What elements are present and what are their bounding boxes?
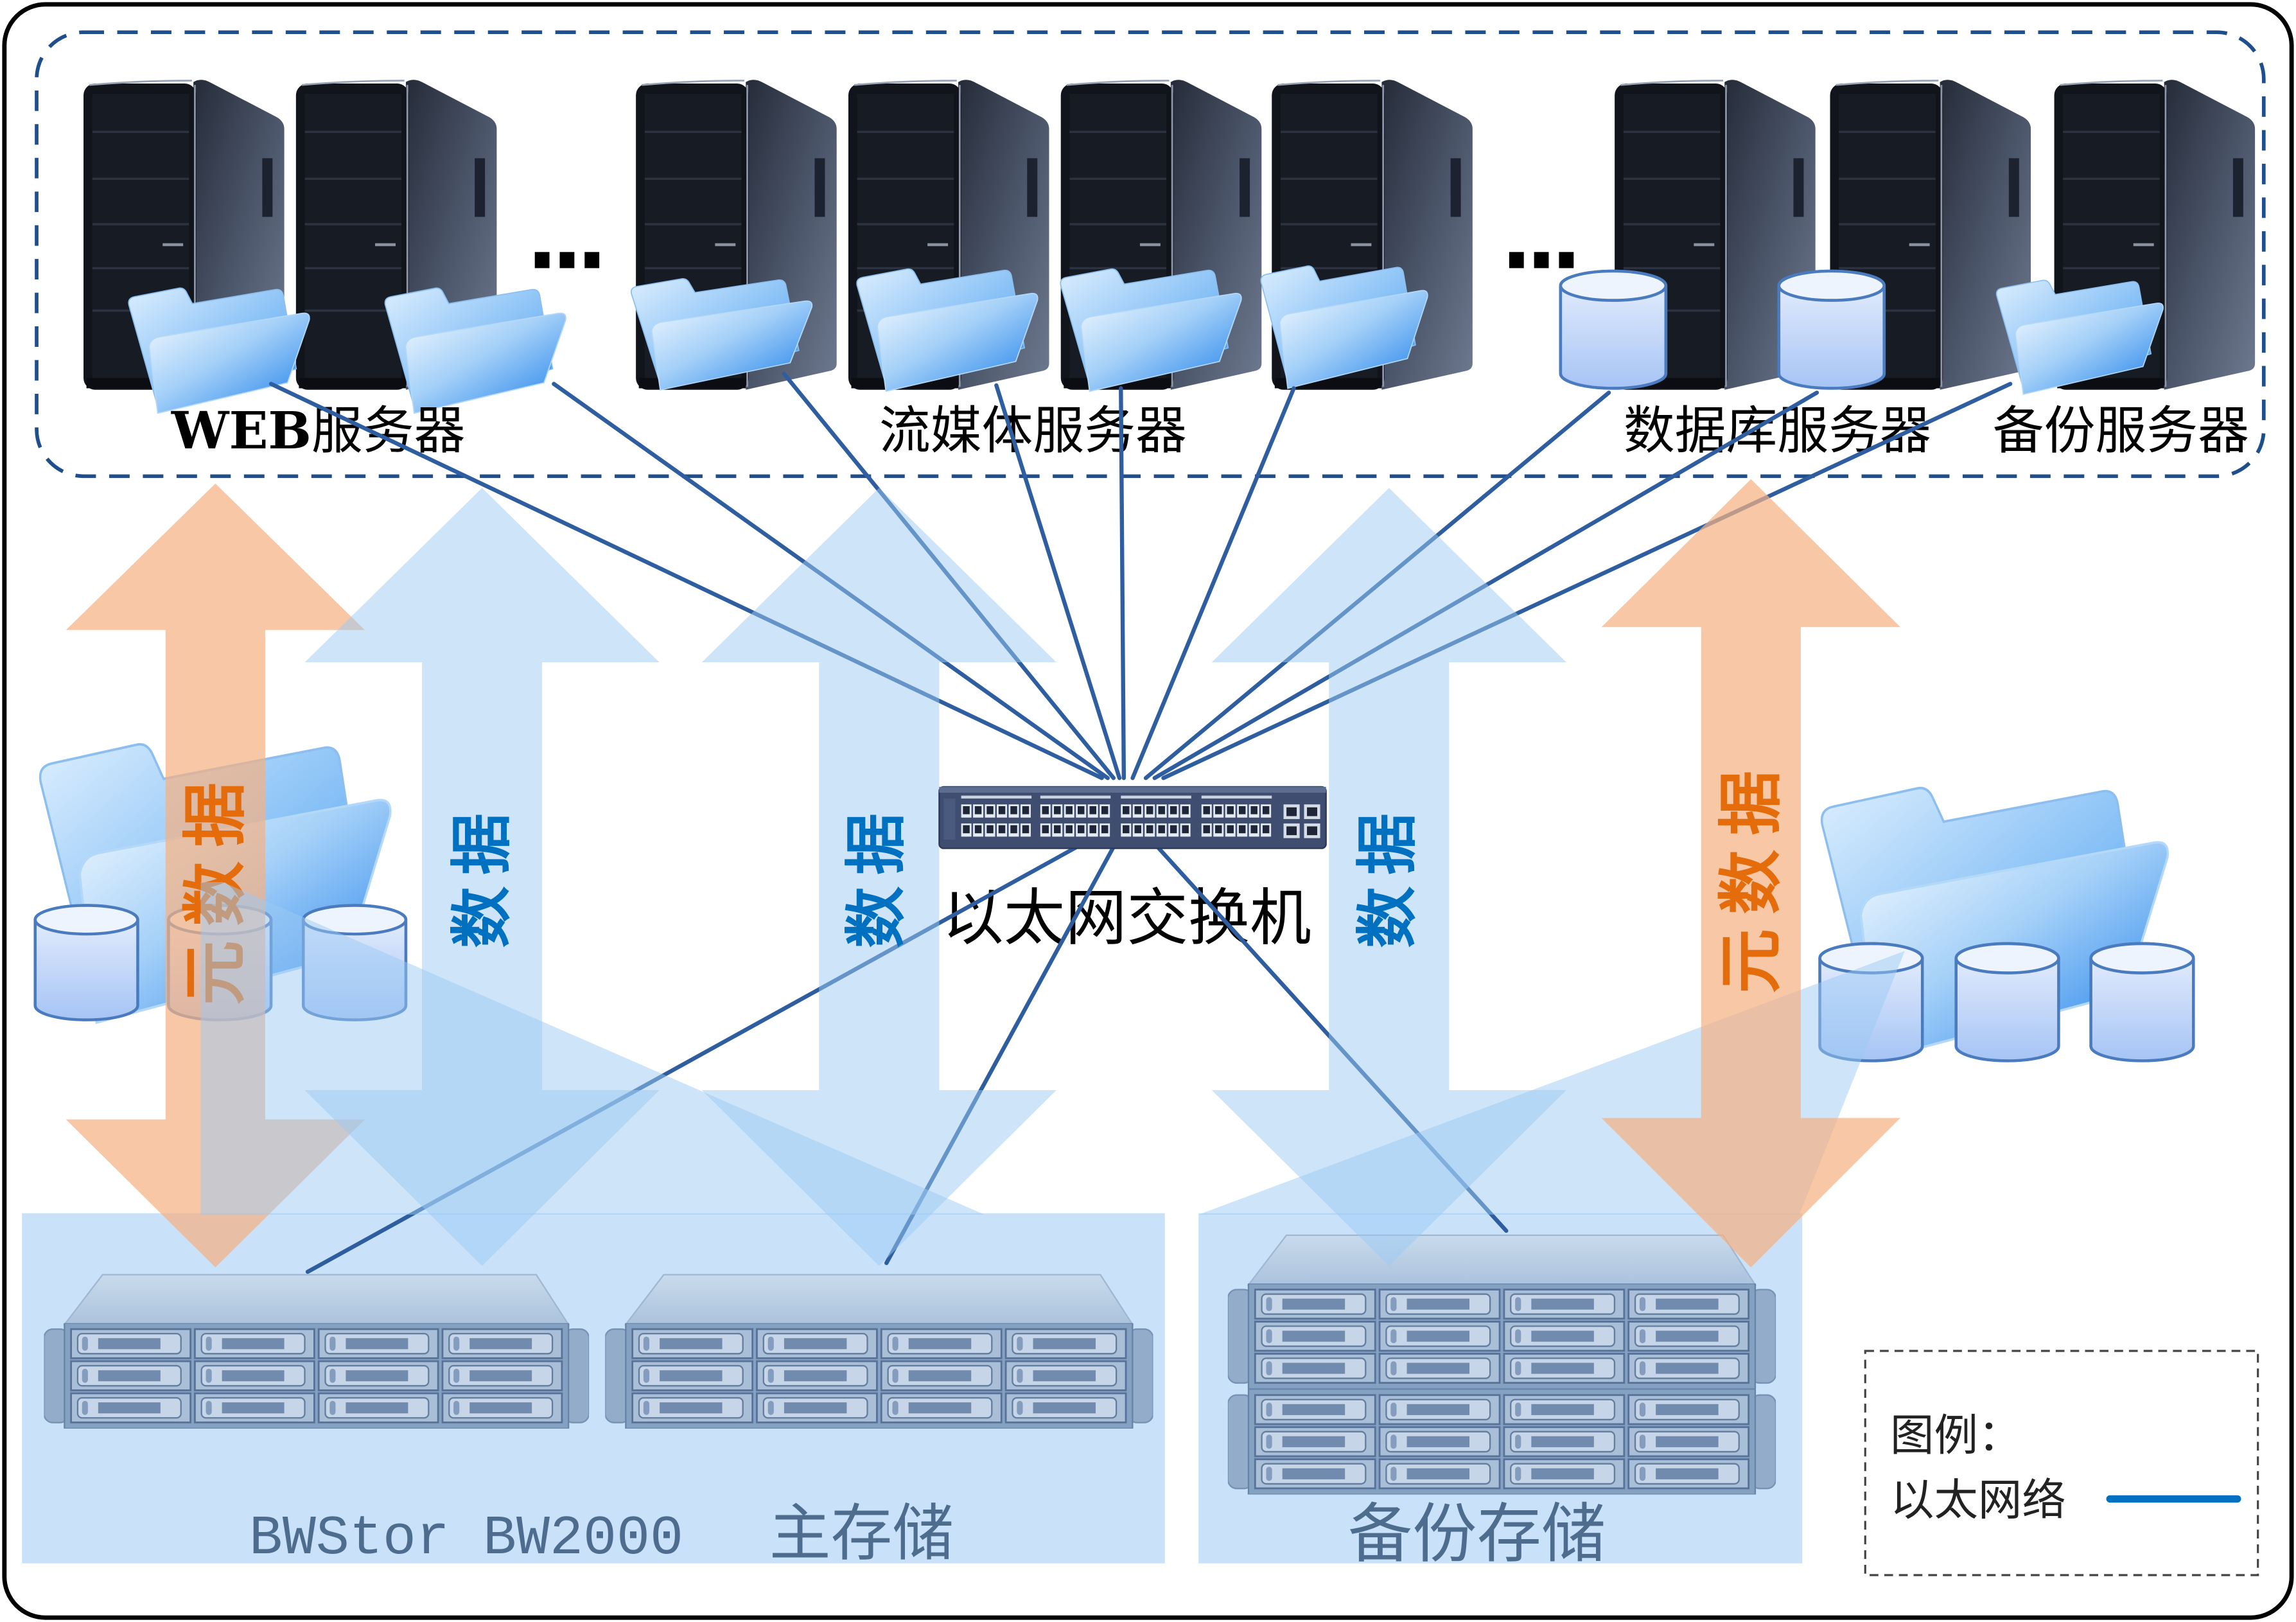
web-label-suffix: 服务器 xyxy=(311,401,466,461)
switch-top-edge xyxy=(939,786,1326,793)
array-top-cover xyxy=(63,1274,570,1326)
array-front-panel xyxy=(1227,1389,1776,1495)
switch-led-panel xyxy=(943,798,956,840)
array-front-panel xyxy=(1227,1283,1776,1389)
primary-storage-model: BWStor BW2000 xyxy=(249,1508,683,1571)
array-top-cover xyxy=(1247,1234,1757,1286)
array-top-cover xyxy=(624,1274,1134,1326)
data-label-3: 数据 xyxy=(1352,802,1424,948)
primary-storage-array xyxy=(44,1274,590,1429)
legend: 图例： 以太网络 xyxy=(1864,1350,2259,1576)
streaming-servers-label: 流媒体服务器 xyxy=(879,401,1187,461)
array-front-panel xyxy=(44,1323,590,1429)
database-icon xyxy=(1956,944,2059,1061)
database-icon xyxy=(2091,944,2194,1061)
ethernet-link xyxy=(1161,382,2013,780)
backup-storage-array xyxy=(1227,1234,1776,1389)
data-arrow-2 xyxy=(701,488,1056,1266)
port-label-strip xyxy=(1201,795,1272,799)
port-label-strip xyxy=(1121,795,1191,799)
array-front-panel xyxy=(605,1323,1153,1429)
backup-storage-label: 备份存储 xyxy=(1348,1496,1606,1571)
legend-box xyxy=(1864,1350,2259,1576)
web-label-prefix: WEB xyxy=(171,400,311,461)
legend-title: 图例： xyxy=(1890,1410,2022,1461)
ethernet-links xyxy=(268,371,2013,1274)
database-icon xyxy=(1561,271,1666,388)
primary-storage-array xyxy=(605,1274,1153,1429)
ethernet-switch xyxy=(938,786,1327,849)
metadata-label-right: 元数据 xyxy=(1713,756,1789,993)
ethernet-link xyxy=(1130,386,1296,780)
database-icon xyxy=(35,906,138,1020)
port-label-strip xyxy=(961,795,1032,799)
more-servers-ellipsis xyxy=(534,252,600,269)
backup-servers-label: 备份服务器 xyxy=(1993,401,2249,461)
web-servers-label: WEB服务器 xyxy=(171,400,466,461)
data-label-1: 数据 xyxy=(446,802,518,948)
data-arrow-1 xyxy=(304,488,660,1266)
primary-storage-label: 主存储 xyxy=(769,1497,954,1569)
ethernet-link xyxy=(268,382,1104,780)
data-label-2: 数据 xyxy=(840,802,912,948)
data-arrow-3 xyxy=(1211,488,1566,1266)
metadata-arrow-left xyxy=(66,483,365,1268)
backup-storage-array xyxy=(1227,1389,1776,1495)
more-servers-ellipsis xyxy=(1509,252,1574,269)
database-servers-label: 数据库服务器 xyxy=(1624,401,1931,461)
ethernet-link xyxy=(994,383,1122,780)
metadata-arrow-right xyxy=(1601,479,1901,1268)
database-icon xyxy=(1779,271,1884,388)
switch-label: 以太网交换机 xyxy=(942,882,1311,954)
legend-item-label: 以太网络 xyxy=(1890,1474,2066,1526)
port-label-strip xyxy=(1040,795,1111,799)
ethernet-link xyxy=(1119,386,1126,780)
